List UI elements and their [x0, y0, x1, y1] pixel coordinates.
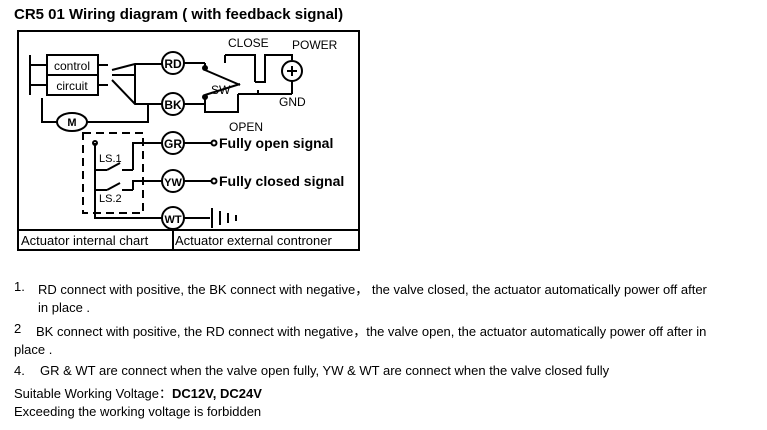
- voltage-line: Suitable Working Voltage：DC12V, DC24V: [14, 383, 262, 402]
- fully-closed-signal-label: Fully closed signal: [219, 173, 344, 189]
- internal-chart-label: Actuator internal chart: [21, 233, 149, 248]
- note-1-line-a: RD connect with positive, the BK connect…: [38, 282, 707, 297]
- sw-blade-bottom: [204, 83, 241, 96]
- motor-label: M: [67, 117, 76, 129]
- terminal-wt-label: WT: [164, 214, 181, 226]
- terminal-yw-label: YW: [164, 177, 182, 189]
- limit-switch-box: [82, 132, 144, 214]
- circuit-label: circuit: [56, 79, 88, 93]
- ls2-label: LS.2: [99, 193, 122, 205]
- voltage-value: DC12V, DC24V: [172, 386, 262, 401]
- note-2-line-a: BK connect with positive, the RD connect…: [36, 324, 707, 339]
- note-4-text: GR & WT are connect when the valve open …: [40, 363, 610, 378]
- terminal-rd-label: RD: [164, 57, 182, 71]
- voltage-label: Suitable Working Voltage：: [14, 386, 173, 401]
- control-label: control: [54, 59, 90, 73]
- ls1-label: LS.1: [99, 153, 122, 165]
- gnd-label: GND: [279, 95, 306, 109]
- terminal-gr-label: GR: [164, 137, 182, 151]
- external-label: Actuator external controner: [175, 233, 332, 248]
- close-label: CLOSE: [228, 36, 269, 50]
- note-1-line-b: in place .: [38, 300, 91, 315]
- note-2-line-b: place .: [14, 342, 53, 357]
- sw-label: SW: [211, 83, 231, 97]
- note-1-num: 1.: [14, 279, 25, 294]
- open-label: OPEN: [229, 120, 263, 134]
- terminal-bk-label: BK: [164, 98, 182, 112]
- diagram-frame: [17, 30, 360, 251]
- power-label: POWER: [292, 38, 338, 52]
- fully-open-signal-label: Fully open signal: [219, 135, 333, 151]
- motor-icon: [56, 112, 88, 132]
- wiring-diagram: control circuit M RD BK GR YW WT CLOSE P…: [17, 30, 360, 251]
- sw-blade-top: [204, 69, 241, 86]
- voltage-warning: Exceeding the working voltage is forbidd…: [14, 404, 262, 419]
- note-2-num: 2: [14, 321, 22, 336]
- note-4-num: 4.: [14, 363, 25, 378]
- diagram-title: CR5 01 Wiring diagram ( with feedback si…: [14, 6, 344, 23]
